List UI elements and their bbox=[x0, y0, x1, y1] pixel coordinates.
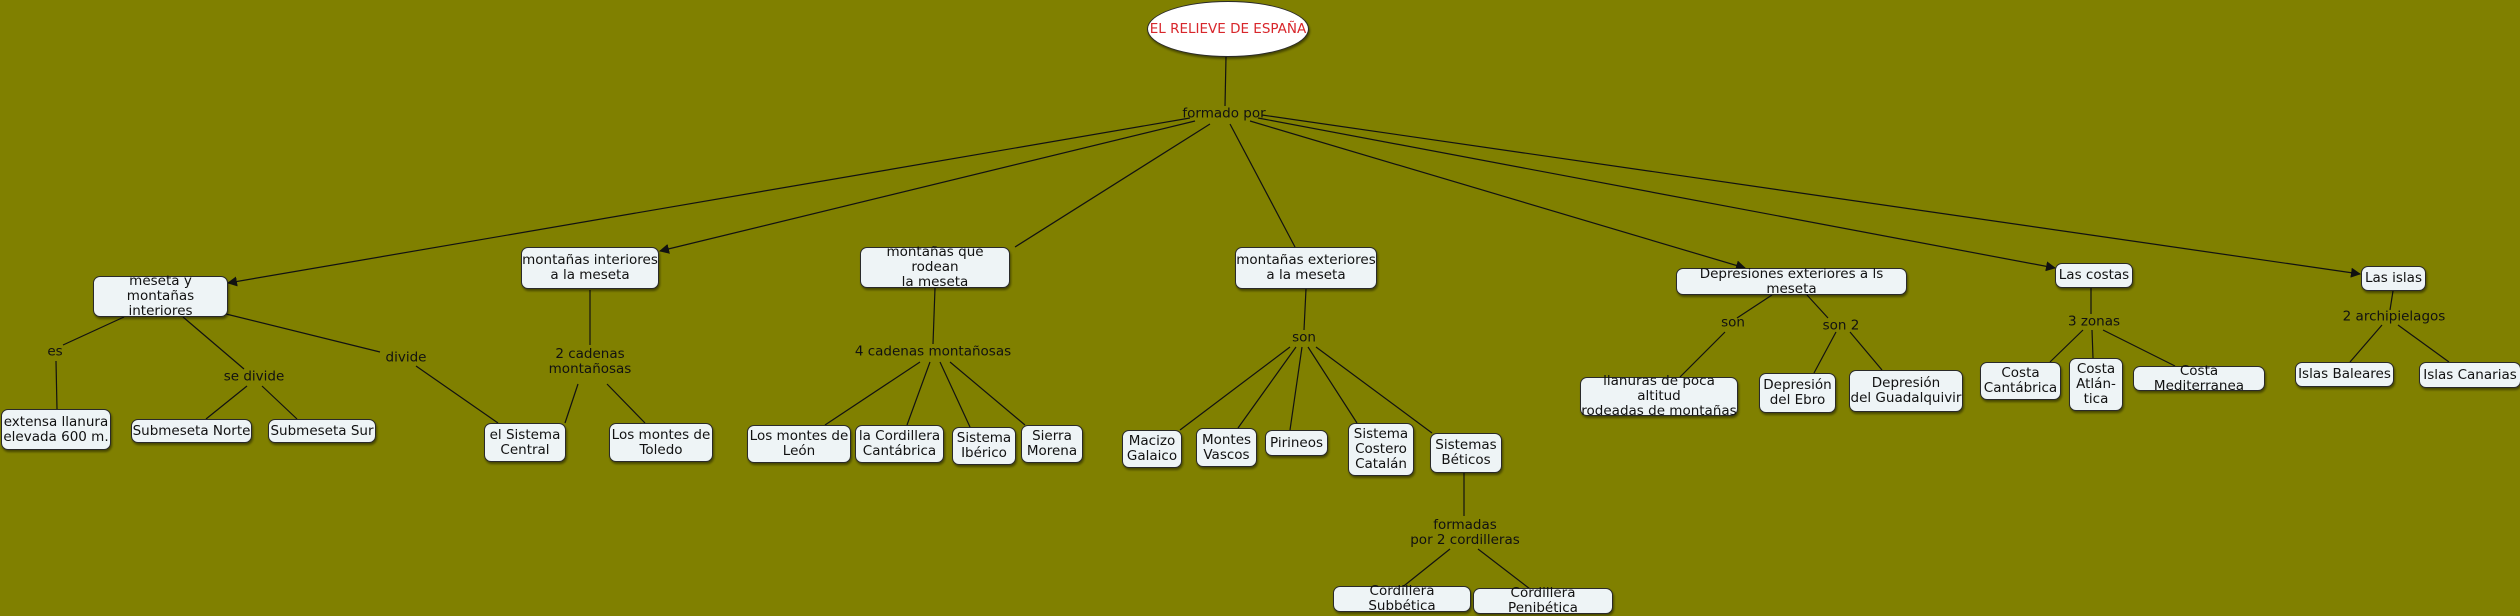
link-divide: divide bbox=[385, 349, 427, 366]
node-montes-leon[interactable]: Los montes de León bbox=[747, 425, 851, 463]
node-pirineos[interactable]: Pirineos bbox=[1265, 430, 1328, 456]
node-sistema-iberico[interactable]: Sistema Ibérico bbox=[952, 427, 1016, 465]
node-submeseta-norte[interactable]: Submeseta Norte bbox=[131, 419, 252, 443]
node-sistemas-beticos[interactable]: Sistemas Béticos bbox=[1430, 433, 1502, 473]
node-islas-baleares[interactable]: Islas Baleares bbox=[2295, 362, 2394, 387]
node-llanura[interactable]: extensa llanura elevada 600 m. bbox=[1, 409, 111, 450]
link-2-archipielagos: 2 archipielagos bbox=[2342, 308, 2446, 325]
node-las-costas[interactable]: Las costas bbox=[2055, 263, 2133, 288]
node-llanuras-poca-altitud[interactable]: llanuras de poca altitud rodeadas de mon… bbox=[1580, 373, 1738, 419]
node-montes-vascos[interactable]: Montes Vascos bbox=[1196, 428, 1257, 467]
node-islas-canarias[interactable]: Islas Canarias bbox=[2419, 362, 2520, 388]
node-las-islas[interactable]: Las islas bbox=[2361, 266, 2426, 291]
link-formado-por: formado por bbox=[1182, 105, 1266, 122]
node-cordillera-penibetica[interactable]: Cordillera Penibética bbox=[1473, 586, 1613, 616]
node-montanas-exteriores[interactable]: montañas exteriores a la meseta bbox=[1235, 247, 1377, 289]
link-son-2: son 2 bbox=[1822, 317, 1860, 334]
node-depresiones[interactable]: Depresiones exteriores a ls meseta bbox=[1676, 266, 1907, 296]
node-meseta[interactable]: meseta y montañas interiores bbox=[93, 274, 228, 319]
node-cordillera-cantabrica[interactable]: la Cordillera Cantábrica bbox=[855, 425, 944, 463]
node-depresion-ebro[interactable]: Depresión del Ebro bbox=[1759, 373, 1836, 413]
link-2-cadenas: 2 cadenas montañosas bbox=[548, 346, 632, 377]
node-submeseta-sur[interactable]: Submeseta Sur bbox=[268, 419, 376, 443]
node-costa-cantabrica[interactable]: Costa Cantábrica bbox=[1980, 362, 2061, 400]
root-node[interactable]: EL RELIEVE DE ESPAÑA bbox=[1147, 1, 1309, 57]
node-depresion-guadalquivir[interactable]: Depresión del Guadalquivir bbox=[1849, 370, 1963, 412]
node-costa-mediterranea[interactable]: Costa Mediterranea bbox=[2133, 363, 2265, 393]
node-costa-atlantica[interactable]: Costa Atlán- tica bbox=[2069, 358, 2123, 411]
node-sierra-morena[interactable]: Sierra Morena bbox=[1021, 425, 1083, 463]
node-montes-toledo[interactable]: Los montes de Toledo bbox=[609, 423, 713, 462]
node-sistema-central[interactable]: el Sistema Central bbox=[484, 423, 566, 462]
link-formadas: formadas por 2 cordilleras bbox=[1410, 517, 1520, 548]
node-cordillera-subbetica[interactable]: Cordillera Subbética bbox=[1333, 584, 1471, 614]
link-es: es bbox=[47, 343, 63, 360]
link-se-divide: se divide bbox=[223, 368, 285, 385]
link-son-depresiones: son bbox=[1721, 314, 1745, 331]
node-macizo-galaico[interactable]: Macizo Galaico bbox=[1122, 430, 1182, 468]
node-montanas-rodean[interactable]: montañas que rodean la meseta bbox=[860, 245, 1010, 290]
link-3-zonas: 3 zonas bbox=[2067, 313, 2121, 330]
node-sistema-costero[interactable]: Sistema Costero Catalán bbox=[1348, 423, 1414, 476]
node-montanas-interiores[interactable]: montañas interiores a la meseta bbox=[521, 247, 659, 289]
link-son-exteriores: son bbox=[1292, 329, 1316, 346]
link-4-cadenas: 4 cadenas montañosas bbox=[854, 343, 1012, 360]
